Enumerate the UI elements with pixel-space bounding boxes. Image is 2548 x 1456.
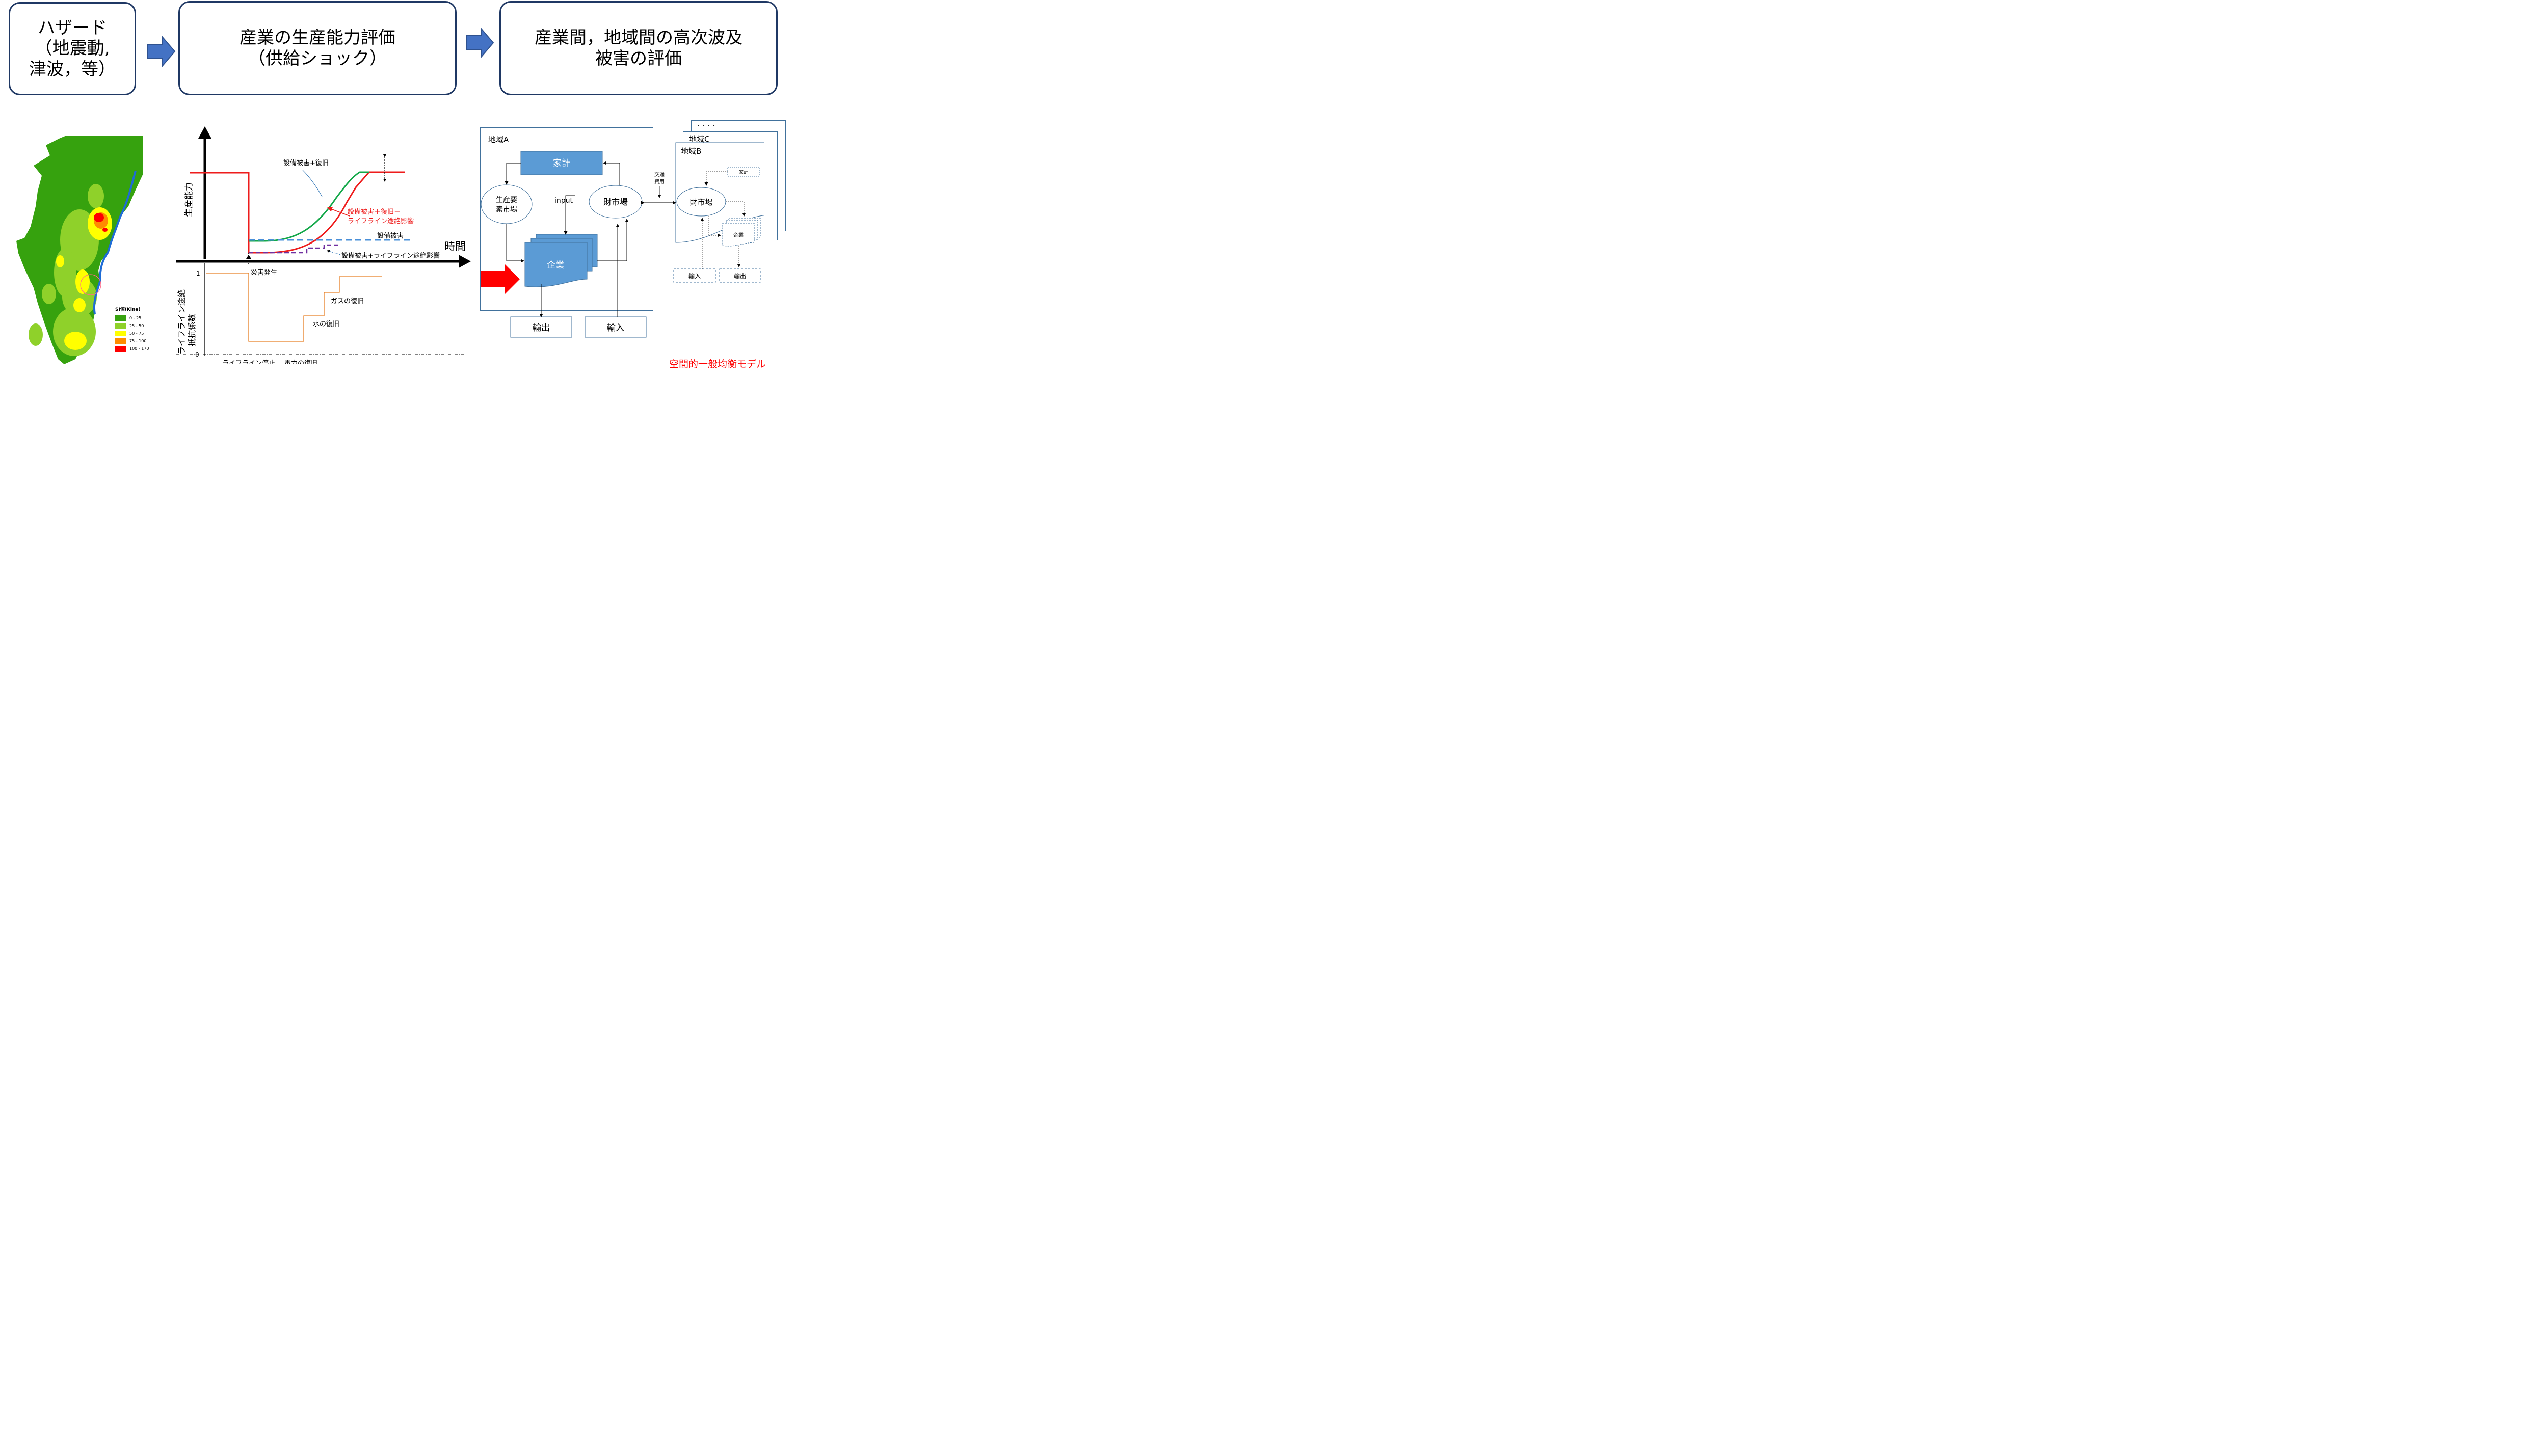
- flow-arrow-2: [466, 27, 494, 59]
- region-c-label: 地域C: [689, 134, 710, 144]
- hazard-line-2: （地震動,: [35, 38, 110, 59]
- y-label-resistance-1: ライフライン途絶: [177, 289, 187, 355]
- b-import-box: [673, 268, 716, 283]
- cge-diagram: 地域B家計生産要素市場財市場input企業輸出輸入交通費用家計財市場企業輸入輸出: [481, 142, 764, 338]
- factor-market-ellipse: [481, 184, 533, 224]
- legend-item: 50 - 75: [115, 330, 149, 337]
- ripple-eval-line-2: 被害の評価: [595, 48, 682, 69]
- label-repair-lifeline-2: ライフライン途絶影響: [348, 217, 414, 225]
- label-disaster: 災害発生: [251, 268, 277, 277]
- x-axis-arrowhead: [459, 255, 471, 268]
- export-label: 輸出: [533, 323, 550, 333]
- capacity-eval-line-2: （供給ショック）: [248, 48, 387, 69]
- y-label-resistance-2: 抵抗係数: [187, 314, 197, 346]
- household-label: 家計: [553, 158, 570, 169]
- legend-swatch: [115, 346, 126, 352]
- x-label-time: 時間: [444, 240, 466, 253]
- b-arrow-goods-firm-2: [708, 216, 721, 237]
- legend-rows: 0 - 25 25 - 50 50 - 75 75 - 100 100 - 170: [115, 314, 149, 353]
- legend-item: 0 - 25: [115, 314, 149, 322]
- export-box: [510, 316, 572, 338]
- tick-zero: 0: [195, 351, 199, 358]
- cge-model-caption: 空間的一般均衡モデル: [669, 359, 766, 370]
- hazard-line-3: 津波，等）: [29, 59, 116, 79]
- label-water: 水の復旧: [313, 320, 339, 328]
- b-firm-label: 企業: [733, 232, 744, 238]
- transport-label-2: 費用: [654, 178, 665, 185]
- ripple-eval-line-1: 産業間，地域間の高次波及: [535, 28, 742, 48]
- capacity-eval-line-1: 産業の生産能力評価: [240, 28, 395, 48]
- legend-swatch: [115, 315, 126, 321]
- b-export-label: 輸出: [734, 272, 746, 280]
- household-box: [520, 151, 603, 175]
- legend-item: 25 - 50: [115, 322, 149, 330]
- factor-market-label-1: 生産要: [496, 196, 517, 204]
- legend-label: 0 - 25: [129, 316, 142, 320]
- damage-lifeline-leader: [327, 250, 341, 255]
- import-box: [585, 316, 647, 338]
- legend-swatch: [115, 323, 126, 329]
- b-import-label: 輸入: [688, 272, 701, 280]
- label-repair-lifeline-1: 設備被害＋復旧＋: [348, 208, 401, 216]
- hazard-box: ハザード （地震動, 津波，等）: [9, 2, 136, 95]
- arrow-goods-household: [603, 161, 620, 185]
- b-arrow-goods-firm: [726, 201, 746, 217]
- firm-label: 企業: [547, 260, 564, 271]
- tick-one: 1: [196, 270, 200, 277]
- legend-swatch: [115, 331, 126, 336]
- firm-shape: [524, 242, 588, 287]
- region-a-label: 地域A: [488, 135, 509, 144]
- repair-lifeline-leader: [327, 207, 350, 217]
- shock-arrow: [481, 264, 520, 294]
- label-lifeline-stop: ライフライン停止: [222, 359, 275, 364]
- region-b-label: 地域B: [681, 147, 701, 156]
- b-firm-shape: [722, 223, 755, 247]
- input-label: input: [554, 197, 573, 205]
- y-axis-arrowhead: [198, 126, 211, 139]
- ripple-eval-box: 産業間，地域間の高次波及 被害の評価: [499, 1, 778, 95]
- legend-label: 100 - 170: [129, 346, 149, 351]
- legend-swatch: [115, 338, 126, 344]
- series-lifeline-resistance: [206, 273, 382, 342]
- hazard-line-1: ハザード: [38, 18, 107, 39]
- arrow-factor-firm: [506, 224, 524, 263]
- factor-market-label-2: 素市場: [496, 205, 517, 214]
- map-legend: SI値(Kine) 0 - 25 25 - 50 50 - 75 75 - 100 10…: [115, 306, 149, 353]
- repair-leader: [302, 170, 323, 197]
- capacity-model-chart: 生産能力ライフライン途絶抵抗係数時間10設備被害+復旧設備被害＋復旧＋ライフライ…: [176, 126, 471, 364]
- series-repair: [249, 171, 369, 242]
- series-damage-lifeline: [249, 244, 341, 254]
- legend-title: SI値(Kine): [115, 307, 141, 312]
- seismic-intensity-map: [16, 136, 143, 364]
- label-damage: 設備被害: [377, 232, 404, 240]
- region-dots-label: ・・・・: [696, 123, 716, 129]
- y-label-capacity: 生産能力: [184, 182, 194, 217]
- legend-label: 25 - 50: [129, 323, 144, 328]
- flow-arrow-1: [147, 36, 176, 67]
- capacity-eval-box: 産業の生産能力評価 （供給ショック）: [178, 1, 457, 95]
- legend-label: 75 - 100: [129, 339, 147, 343]
- arrow-input-firm: [564, 195, 575, 235]
- b-household-label: 家計: [739, 169, 748, 175]
- b-arrow-household-goods: [704, 171, 728, 186]
- label-repair: 設備被害+復旧: [283, 159, 329, 167]
- disaster-marker: [246, 255, 251, 259]
- transport-label-1: 交通: [654, 171, 665, 178]
- label-power: 電力の復旧: [284, 359, 317, 364]
- import-label: 輸入: [607, 323, 624, 333]
- b-household-box: [727, 167, 760, 177]
- b-goods-market-label: 財市場: [689, 198, 712, 207]
- legend-label: 50 - 75: [129, 331, 144, 336]
- legend-item: 100 - 170: [115, 345, 149, 353]
- label-gas: ガスの復旧: [331, 297, 364, 305]
- arrow-household-factor: [505, 163, 521, 185]
- b-export-box: [719, 268, 761, 283]
- arrow-firm-goods: [597, 219, 629, 261]
- label-damage-lifeline: 設備被害+ライフライン途絶影響: [341, 252, 440, 260]
- goods-market-label: 財市場: [603, 197, 628, 207]
- legend-item: 75 - 100: [115, 337, 149, 345]
